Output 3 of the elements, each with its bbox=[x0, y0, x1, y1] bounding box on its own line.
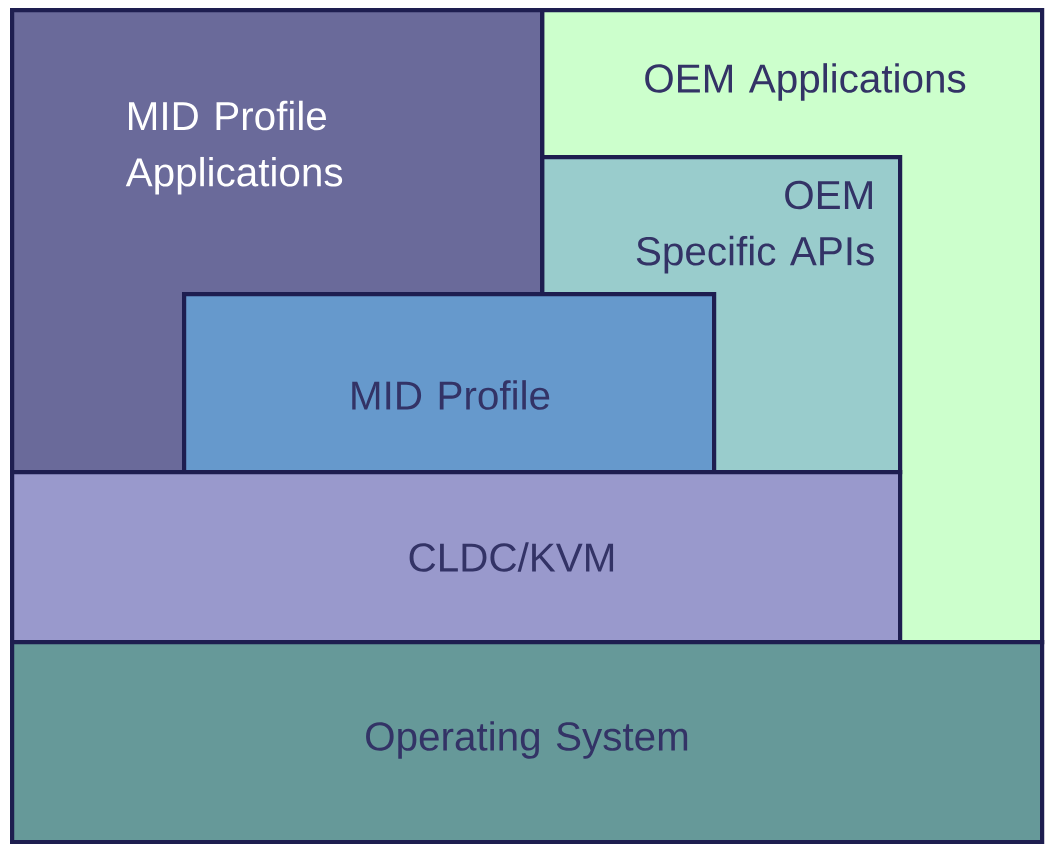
layer-box: Operating System bbox=[10, 640, 1045, 844]
layer-box: CLDC/KVM bbox=[10, 470, 903, 645]
layer-box: MID Profile bbox=[182, 292, 717, 475]
